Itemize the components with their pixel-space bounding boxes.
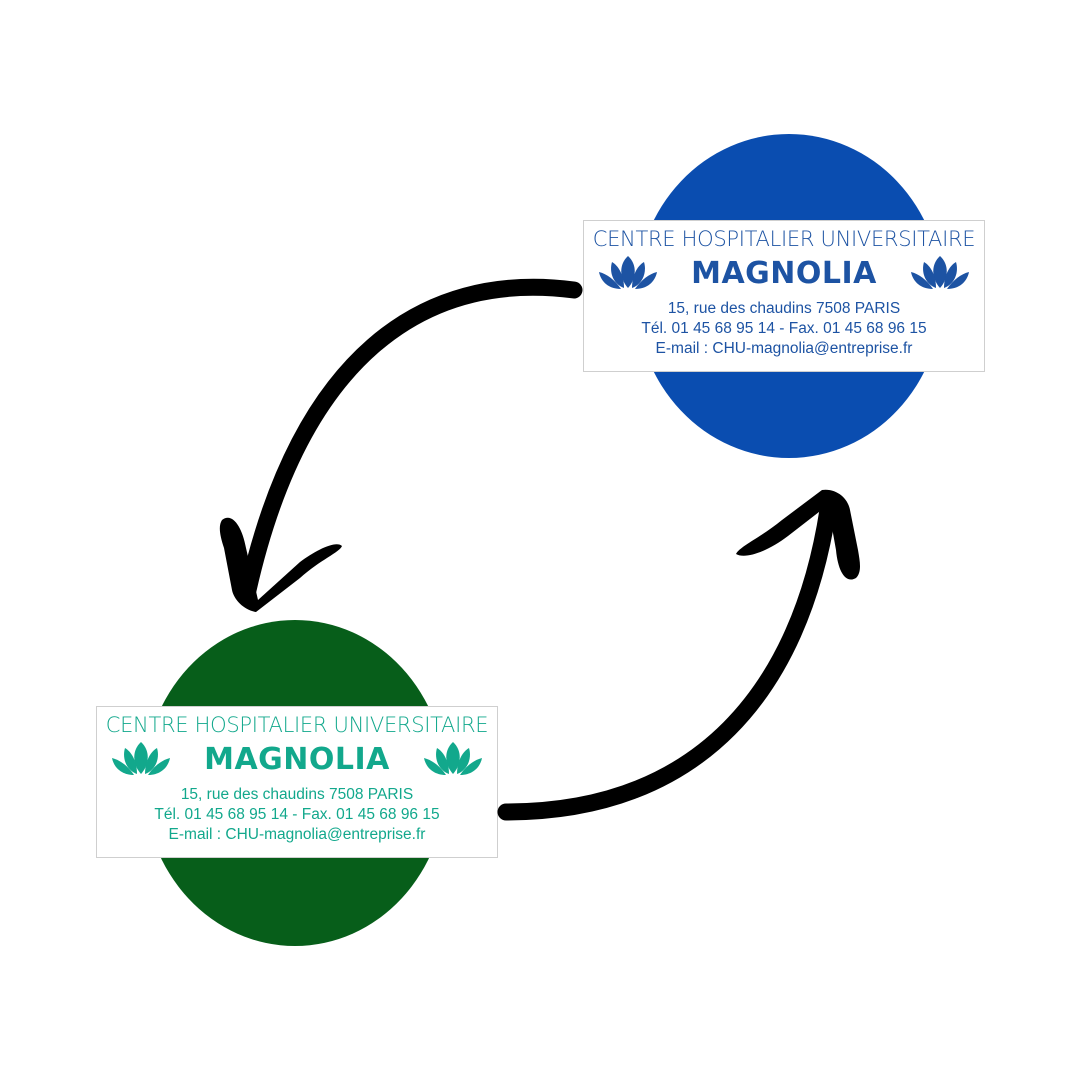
curved-arrow-icon [219,278,583,612]
stamp-name-row: MAGNOLIA [584,251,984,295]
lotus-icon [910,256,969,289]
stamp-org-name: CENTRE HOSPITALIER UNIVERSITAIRE [105,713,489,737]
stamp-org-name: CENTRE HOSPITALIER UNIVERSITAIRE [592,227,976,251]
stamp-email: E-mail : CHU-magnolia@entreprise.fr [168,826,426,843]
lotus-icon [599,256,658,289]
lotus-icon [423,742,482,775]
stamp-phone: Tél. 01 45 68 95 14 - Fax. 01 45 68 96 1… [154,806,440,823]
stamp-title: MAGNOLIA [204,741,390,777]
stamp-email: E-mail : CHU-magnolia@entreprise.fr [655,340,913,357]
lotus-icon [112,742,171,775]
stamp-address: 15, rue des chaudins 7508 PARIS [180,786,414,803]
stamp-address: 15, rue des chaudins 7508 PARIS [667,300,901,317]
curved-arrow-icon [497,489,860,821]
stamp-name-row: MAGNOLIA [97,737,497,781]
stamp-title: MAGNOLIA [691,255,877,291]
stamp-card-blue: CENTRE HOSPITALIER UNIVERSITAIRE MAGNOLI… [583,220,985,372]
stamp-card-green: CENTRE HOSPITALIER UNIVERSITAIRE MAGNOLI… [96,706,498,858]
stamp-phone: Tél. 01 45 68 95 14 - Fax. 01 45 68 96 1… [641,320,927,337]
